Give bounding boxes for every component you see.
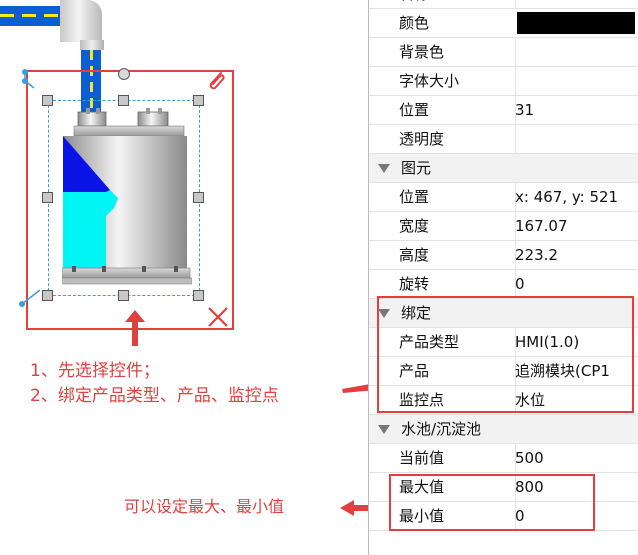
property-row-position[interactable]: 位置 31 [369,96,638,125]
property-label: 名称 [399,0,429,8]
property-value[interactable]: 800 [515,478,544,496]
property-value[interactable]: 0 [515,507,525,525]
resize-handle-bottom[interactable] [118,290,129,301]
property-value[interactable]: 水位 [515,391,546,409]
group-label: 绑定 [401,304,432,322]
resize-handle-left[interactable] [42,192,53,203]
property-value[interactable]: 500 [515,449,544,467]
property-row-color[interactable]: 颜色 [369,9,638,38]
arrow-up-annotation-icon [125,310,145,346]
pipe-elbow-flange [80,40,104,50]
group-header-primitive[interactable]: 图元 [369,154,638,183]
property-label: 宽度 [399,217,430,235]
property-label: 字体大小 [399,72,460,90]
property-value[interactable]: 31 [515,101,535,119]
property-label: 产品类型 [399,333,460,351]
arrow-left-annotation-icon [340,500,388,516]
group-label: 水池/沉淀池 [401,420,482,438]
property-label: 颜色 [399,14,430,32]
property-row-max-value[interactable]: 最大值 800 [369,473,638,502]
property-value[interactable] [515,38,638,66]
water-tank-widget[interactable] [62,108,192,286]
property-value[interactable]: HMI(1.0) [515,333,580,351]
property-value[interactable] [515,67,638,95]
group-header-binding[interactable]: 绑定 [369,299,638,328]
connector-anchor-icon[interactable] [18,288,42,308]
resize-handle-top[interactable] [118,95,129,106]
property-panel: 名称 颜色 背景色 字体大小 位置 31 透明度 图元 位置 x: 467, y… [368,0,638,555]
property-row-opacity[interactable]: 透明度 [369,125,638,154]
annotation-step-1: 1、先选择控件； [30,361,160,381]
color-swatch[interactable] [517,12,635,34]
property-row-product-type[interactable]: 产品类型 HMI(1.0) [369,328,638,357]
resize-handle-right[interactable] [193,192,204,203]
property-label: 旋转 [399,275,430,293]
resize-handle-bottom-right[interactable] [193,290,204,301]
delete-close-icon[interactable] [206,305,230,329]
property-row-product[interactable]: 产品 追溯模块(CP1 [369,357,638,386]
property-row-name[interactable]: 名称 [369,0,638,9]
property-label: 透明度 [399,130,445,148]
property-row-height[interactable]: 高度 223.2 [369,241,638,270]
property-value[interactable]: 167.07 [515,217,568,235]
property-row-font-size[interactable]: 字体大小 [369,67,638,96]
property-label: 位置 [399,101,430,119]
annotation-step-2: 2、绑定产品类型、产品、监控点 [30,386,279,406]
link-anchor-icon[interactable] [20,68,36,90]
property-label: 高度 [399,246,430,264]
property-row-width[interactable]: 宽度 167.07 [369,212,638,241]
group-label: 图元 [401,159,432,177]
property-label: 产品 [399,362,430,380]
group-header-tank[interactable]: 水池/沉淀池 [369,415,638,444]
collapse-triangle-icon[interactable] [378,425,390,434]
property-label: 位置 [399,188,430,206]
annotation-minmax: 可以设定最大、最小值 [124,497,285,516]
design-canvas[interactable]: 1、先选择控件； 2、绑定产品类型、产品、监控点 可以设定最大、最小值 [0,0,394,555]
property-value[interactable]: x: 467, y: 521 [515,188,619,206]
paperclip-icon[interactable] [206,70,228,94]
minmax-highlight-box [389,474,595,531]
resize-handle-top-left[interactable] [42,95,53,106]
property-row-monitor-point[interactable]: 监控点 水位 [369,386,638,415]
property-row-rotation[interactable]: 旋转 0 [369,270,638,299]
property-value[interactable]: 追溯模块(CP1 [515,362,610,380]
property-label: 当前值 [399,449,445,467]
resize-handle-bottom-left[interactable] [42,290,53,301]
property-value[interactable] [515,125,638,153]
resize-handle-top-right[interactable] [193,95,204,106]
collapse-triangle-icon[interactable] [378,164,390,173]
property-label: 最大值 [399,478,445,496]
property-row-background[interactable]: 背景色 [369,38,638,67]
binding-highlight-box [377,296,634,413]
property-row-current-value[interactable]: 当前值 500 [369,444,638,473]
pipe-elbow [60,0,102,42]
property-value[interactable]: 0 [515,275,525,293]
property-label: 监控点 [399,391,445,409]
rotate-handle[interactable] [118,68,130,80]
horizontal-pipe [0,6,72,26]
collapse-triangle-icon[interactable] [378,309,390,318]
selection-highlight-box [26,70,234,330]
property-row-primitive-position[interactable]: 位置 x: 467, y: 521 [369,183,638,212]
vertical-pipe [81,50,101,112]
property-label: 最小值 [399,507,445,525]
property-value[interactable]: 223.2 [515,246,558,264]
property-label: 背景色 [399,43,445,61]
